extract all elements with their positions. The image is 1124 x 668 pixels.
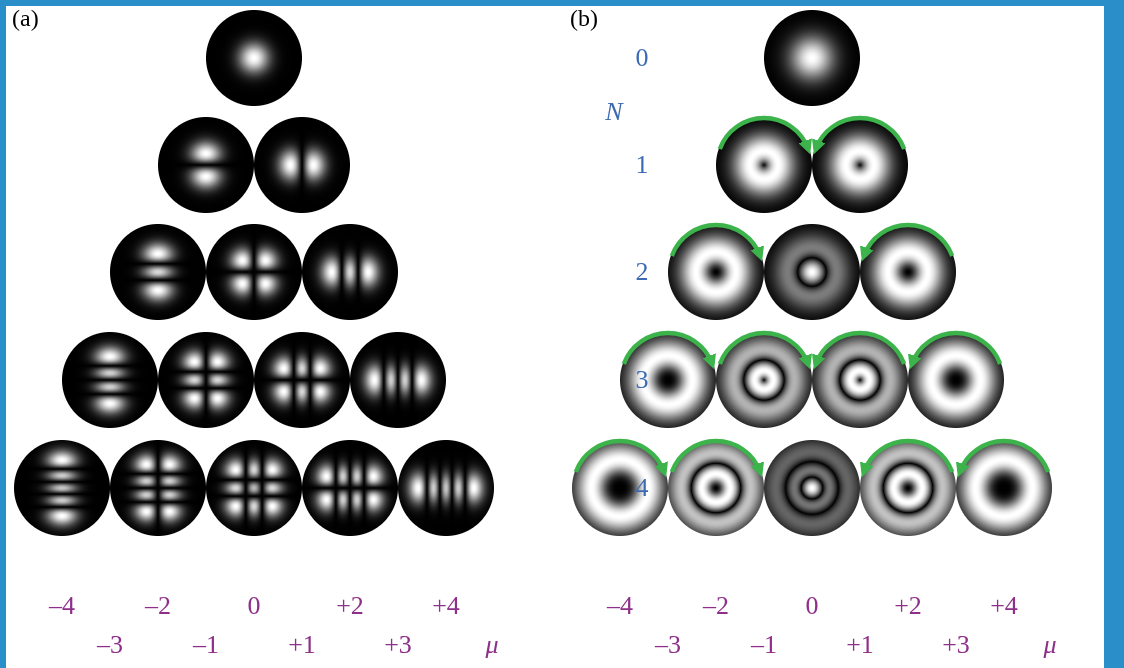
rotation-arrow <box>720 333 808 364</box>
mu-number: 0 <box>248 593 261 619</box>
mu-number: +4 <box>432 593 460 619</box>
mu-number: +3 <box>942 632 970 658</box>
order-number: 0 <box>636 45 649 71</box>
order-number: 2 <box>636 259 649 285</box>
order-number: 1 <box>636 152 649 178</box>
rotation-arrow <box>624 333 712 364</box>
rotation-arrow <box>960 441 1048 472</box>
order-number: 3 <box>636 367 649 393</box>
rotation-arrow <box>672 441 760 472</box>
mu-number: +2 <box>336 593 364 619</box>
axis-symbol: μ <box>485 632 498 658</box>
mu-number: –1 <box>193 632 219 658</box>
axis-symbol: μ <box>1043 632 1056 658</box>
mu-number: –1 <box>751 632 777 658</box>
mu-number: +1 <box>846 632 874 658</box>
order-number: 4 <box>636 475 649 501</box>
mu-number: –3 <box>97 632 123 658</box>
mu-number: –3 <box>655 632 681 658</box>
rotation-arrow <box>576 441 664 472</box>
rotation-arrow <box>672 225 760 256</box>
axis-symbol: N <box>605 99 622 125</box>
mu-number: –2 <box>703 593 729 619</box>
mu-number: 0 <box>806 593 819 619</box>
rotation-arrow <box>912 333 1000 364</box>
rotation-arrow <box>864 441 952 472</box>
mu-number: +1 <box>288 632 316 658</box>
mu-number: –4 <box>49 593 75 619</box>
mu-number: –4 <box>607 593 633 619</box>
rotation-arrow <box>816 333 904 364</box>
mu-number: +3 <box>384 632 412 658</box>
panel-letter: (a) <box>12 6 39 30</box>
panel-letter: (b) <box>570 6 598 30</box>
mu-number: +2 <box>894 593 922 619</box>
rotation-arrow <box>720 118 808 149</box>
mu-number: +4 <box>990 593 1018 619</box>
rotation-arrow <box>864 225 952 256</box>
mu-number: –2 <box>145 593 171 619</box>
rotation-arrow <box>816 118 904 149</box>
